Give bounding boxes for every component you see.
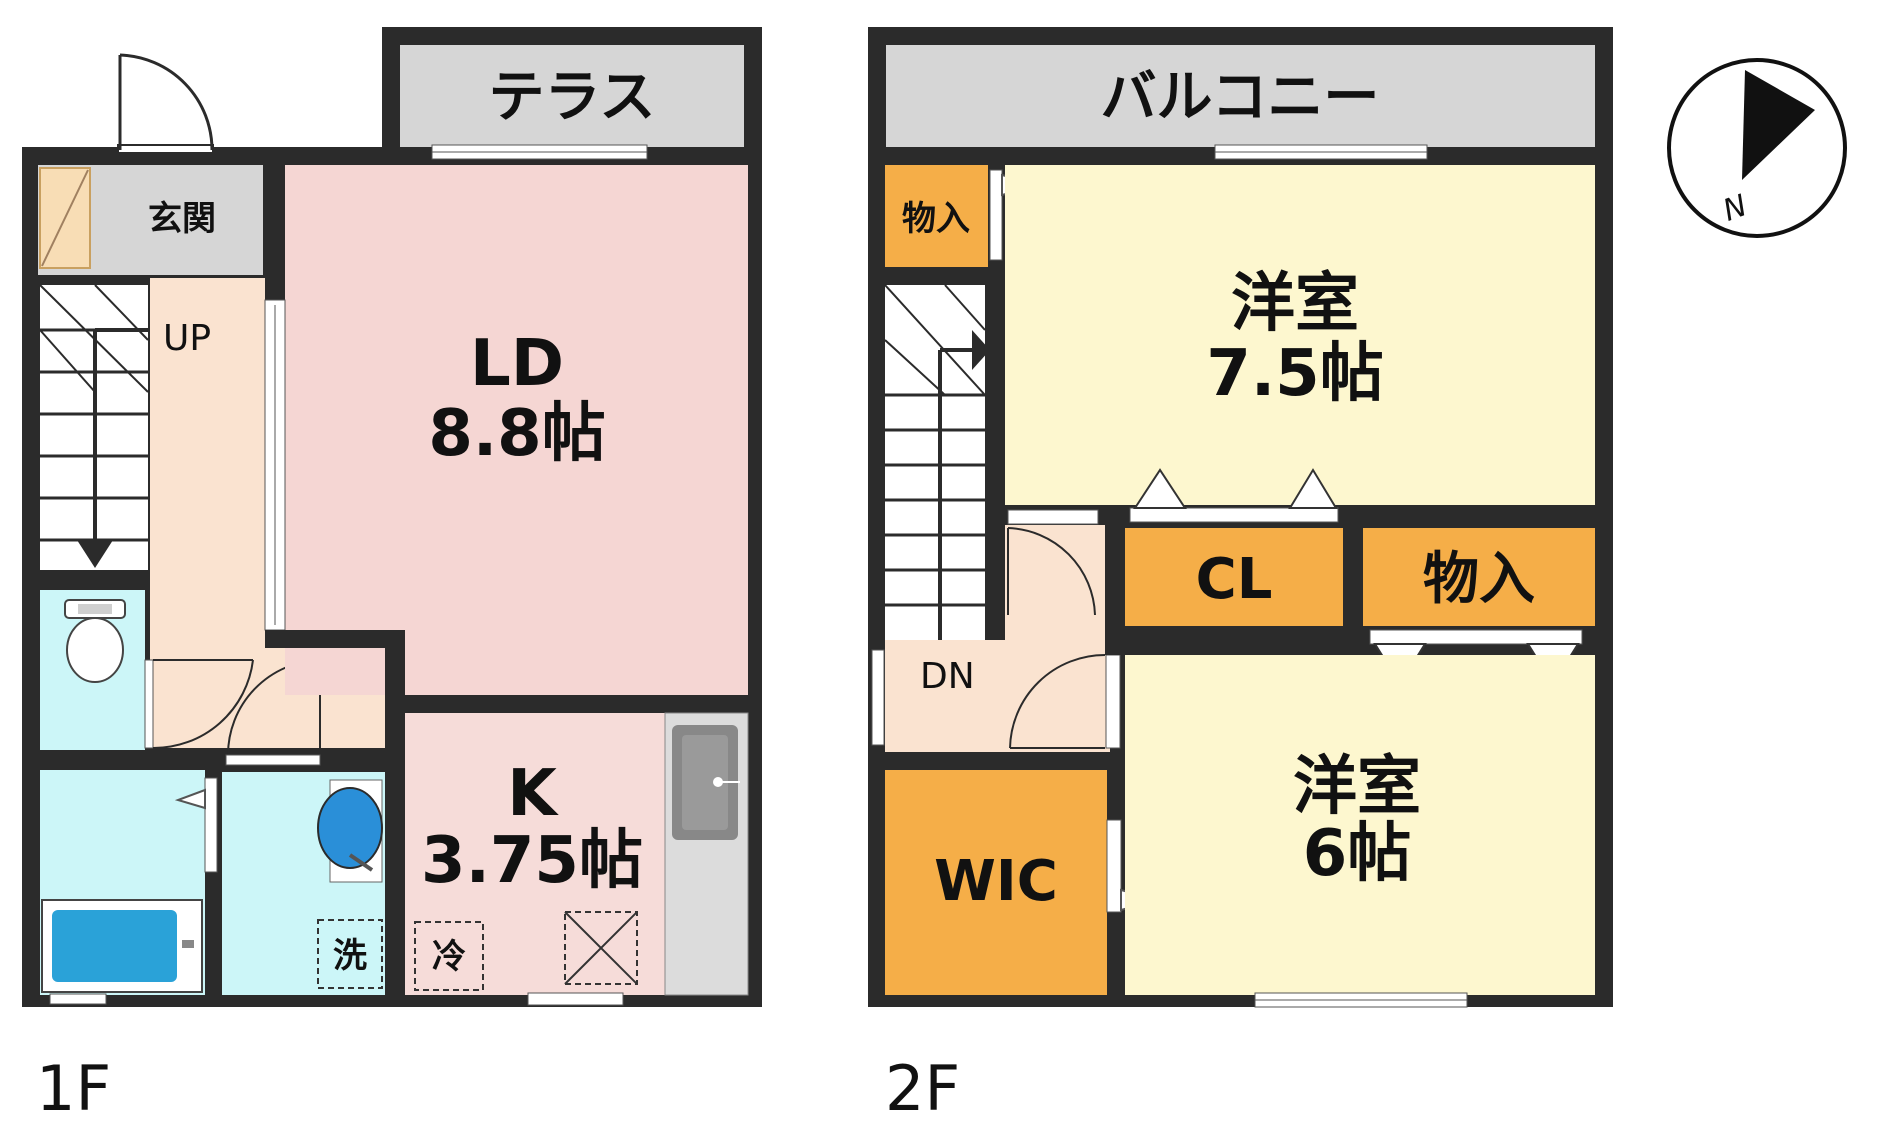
storage-top-label: 物入: [902, 199, 970, 239]
storage-mid-label: 物入: [1423, 547, 1535, 612]
kitchen-window: [527, 992, 624, 1006]
room1-hall-door: [1007, 509, 1099, 616]
compass-needle-icon: [1742, 70, 1815, 180]
closet: [1125, 528, 1343, 626]
terrace-label: テラス: [489, 65, 656, 130]
dn-label: DN: [920, 656, 975, 697]
floor-1: テラス 玄関 UP: [22, 27, 762, 1125]
up-label: UP: [163, 318, 211, 359]
wic-label: WIC: [934, 849, 1058, 914]
living-dining: [285, 165, 748, 695]
room1-name: 洋室: [1231, 267, 1359, 341]
floor-2-label: 2F: [885, 1052, 960, 1125]
room2-size: 6帖: [1303, 817, 1412, 891]
floor-1-label: 1F: [36, 1052, 111, 1125]
storage-mid: [1363, 528, 1595, 626]
stairs-1f: [39, 284, 149, 570]
compass: N: [1667, 58, 1847, 238]
washbasin-icon: [317, 779, 383, 883]
balcony-label: バルコニー: [1101, 65, 1380, 130]
bath-door: [204, 777, 218, 873]
room2-name: 洋室: [1293, 750, 1421, 824]
stairs-2f: [884, 284, 990, 640]
floor-2: バルコニー 物入 DN: [868, 27, 1613, 1125]
closet-label: CL: [1196, 547, 1273, 612]
walk-in-closet: [885, 770, 1107, 995]
western-room-1: [1005, 165, 1595, 505]
room1-size: 7.5帖: [1206, 337, 1383, 411]
kitchen: [405, 713, 665, 995]
bathtub-icon: [41, 899, 203, 993]
washer-label: 洗: [333, 936, 367, 976]
entrance-door: [117, 53, 214, 154]
storage-top: [885, 165, 988, 267]
k-size: 3.75帖: [421, 824, 643, 898]
entrance-label: 玄関: [148, 199, 216, 239]
fridge-space: 冷: [414, 921, 484, 991]
fridge-label: 冷: [432, 937, 466, 977]
western-room-2: [1125, 655, 1595, 995]
washer-space: 洗: [317, 919, 383, 989]
ld-size: 8.8帖: [428, 397, 605, 471]
toilet-door: [144, 659, 254, 750]
ld-name: LD: [470, 327, 564, 401]
toilet-icon: [64, 599, 126, 683]
k-name: K: [507, 757, 559, 831]
vent-icon: [564, 911, 638, 985]
